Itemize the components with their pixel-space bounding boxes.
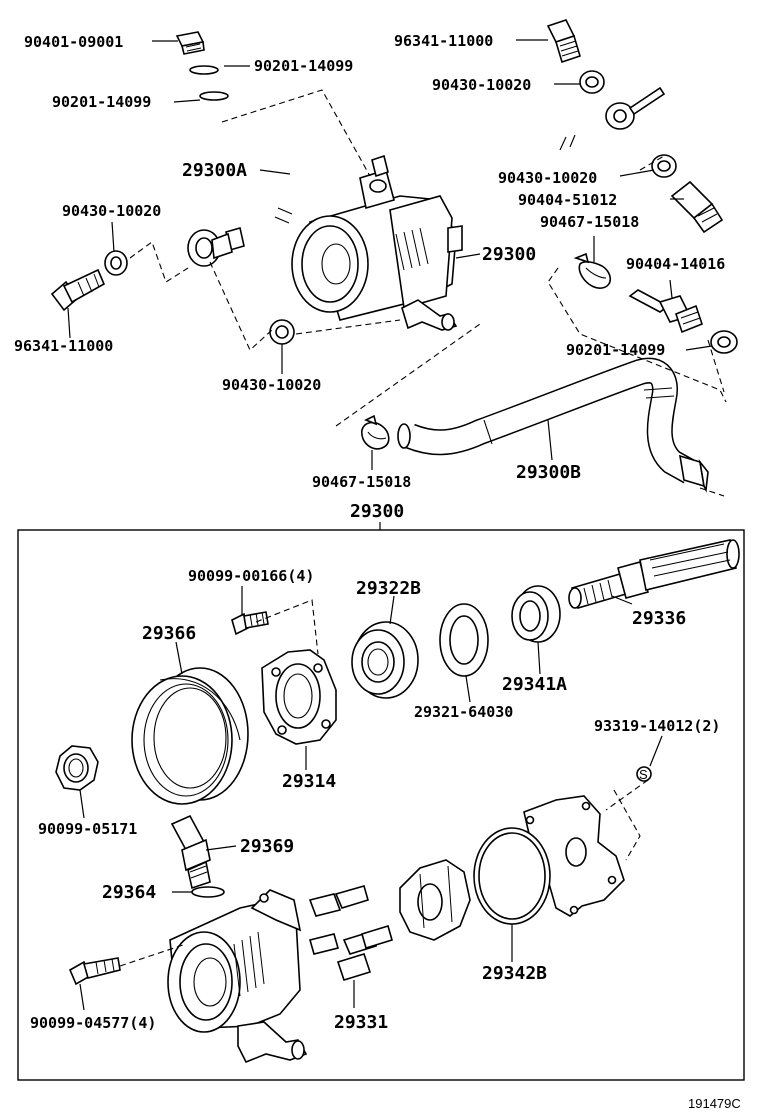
vanes-29331 xyxy=(308,885,393,981)
label-29300-a: 29300 xyxy=(482,244,536,265)
label-90201-14099-b: 90201-14099 xyxy=(52,93,151,111)
pulley-29366 xyxy=(131,667,249,805)
clip-90467-15018-lower xyxy=(361,414,390,450)
bolt-90401-09001 xyxy=(175,31,205,55)
washer-90201-14099-upper xyxy=(189,65,219,75)
label-90201-14099-a: 90201-14099 xyxy=(254,57,353,75)
label-29364: 29364 xyxy=(102,882,156,903)
label-29321-64030: 29321-64030 xyxy=(414,703,513,721)
label-90430-10020-b: 90430-10020 xyxy=(498,169,597,187)
sensor-29369 xyxy=(170,814,211,890)
marker-glyph: S xyxy=(639,767,648,782)
union-bolt-96341-11000-left xyxy=(50,268,106,312)
marker-93319-14012: S xyxy=(636,766,652,782)
label-90099-05171: 90099-05171 xyxy=(38,820,137,838)
label-90430-10020-a: 90430-10020 xyxy=(432,76,531,94)
label-29300a: 29300A xyxy=(182,160,247,181)
label-90467-15018-b: 90467-15018 xyxy=(312,473,411,491)
gasket-90430-10020-lower xyxy=(269,319,295,345)
label-93319-14012: 93319-14012(2) xyxy=(594,717,720,735)
label-90099-04577: 90099-04577(4) xyxy=(30,1014,156,1032)
vane-pump-29300-assembled xyxy=(291,154,463,331)
label-90467-15018-a: 90467-15018 xyxy=(540,213,639,231)
bearing-29322b xyxy=(351,621,419,699)
label-29300-b: 29300 xyxy=(350,501,404,522)
label-29336: 29336 xyxy=(632,608,686,629)
bolt-90099-04577 xyxy=(68,957,121,986)
cam-ring-rotor xyxy=(399,859,471,941)
union-90404-51012 xyxy=(670,180,724,234)
bracket-29314 xyxy=(261,649,337,745)
shaft-29336 xyxy=(568,539,740,609)
guide-line-bolt-pump xyxy=(221,89,371,177)
union-bolt-96341-11000-top xyxy=(546,19,581,64)
hose-eye-fitting-left xyxy=(187,226,245,267)
label-29314: 29314 xyxy=(282,771,336,792)
washer-29321-64030 xyxy=(439,603,489,677)
nut-90099-05171 xyxy=(55,745,99,791)
label-29342b: 29342B xyxy=(482,963,547,984)
label-90404-14016: 90404-14016 xyxy=(626,255,725,273)
label-29366: 29366 xyxy=(142,623,196,644)
label-29331: 29331 xyxy=(334,1012,388,1033)
oil-seal-29341a xyxy=(511,585,561,643)
label-90430-10020-d: 90430-10020 xyxy=(222,376,321,394)
figure-reference-code: 191479C xyxy=(688,1096,741,1111)
label-90201-14099-c: 90201-14099 xyxy=(566,341,665,359)
label-29322b: 29322B xyxy=(356,578,421,599)
label-29300b: 29300B xyxy=(516,462,581,483)
clip-90467-15018-top xyxy=(573,252,612,289)
label-29341a: 29341A xyxy=(502,674,567,695)
label-29369: 29369 xyxy=(240,836,294,857)
union-90404-14016 xyxy=(628,289,703,334)
washer-90201-14099-lower xyxy=(199,91,229,101)
return-hose-29300a xyxy=(230,112,614,243)
label-96341-11000-b: 96341-11000 xyxy=(14,337,113,355)
o-ring-29342b xyxy=(473,827,551,925)
label-90430-10020-c: 90430-10020 xyxy=(62,202,161,220)
label-90401-09001: 90401-09001 xyxy=(24,33,123,51)
gasket-90430-10020-top xyxy=(579,70,605,94)
pump-body-housing xyxy=(167,889,308,1064)
suction-hose-29300b xyxy=(397,357,709,493)
screw-90099-00166 xyxy=(231,611,269,636)
label-90404-51012: 90404-51012 xyxy=(518,191,617,209)
gasket-90430-10020-mid xyxy=(651,154,677,178)
gasket-90430-10020-left xyxy=(104,250,128,276)
label-96341-11000-a: 96341-11000 xyxy=(394,32,493,50)
label-90099-00166: 90099-00166(4) xyxy=(188,567,314,585)
o-ring-29364 xyxy=(191,886,225,898)
gasket-90201-14099-right xyxy=(710,330,738,354)
disassembly-frame xyxy=(17,529,745,1081)
hose-eye-fitting-right xyxy=(605,86,666,130)
